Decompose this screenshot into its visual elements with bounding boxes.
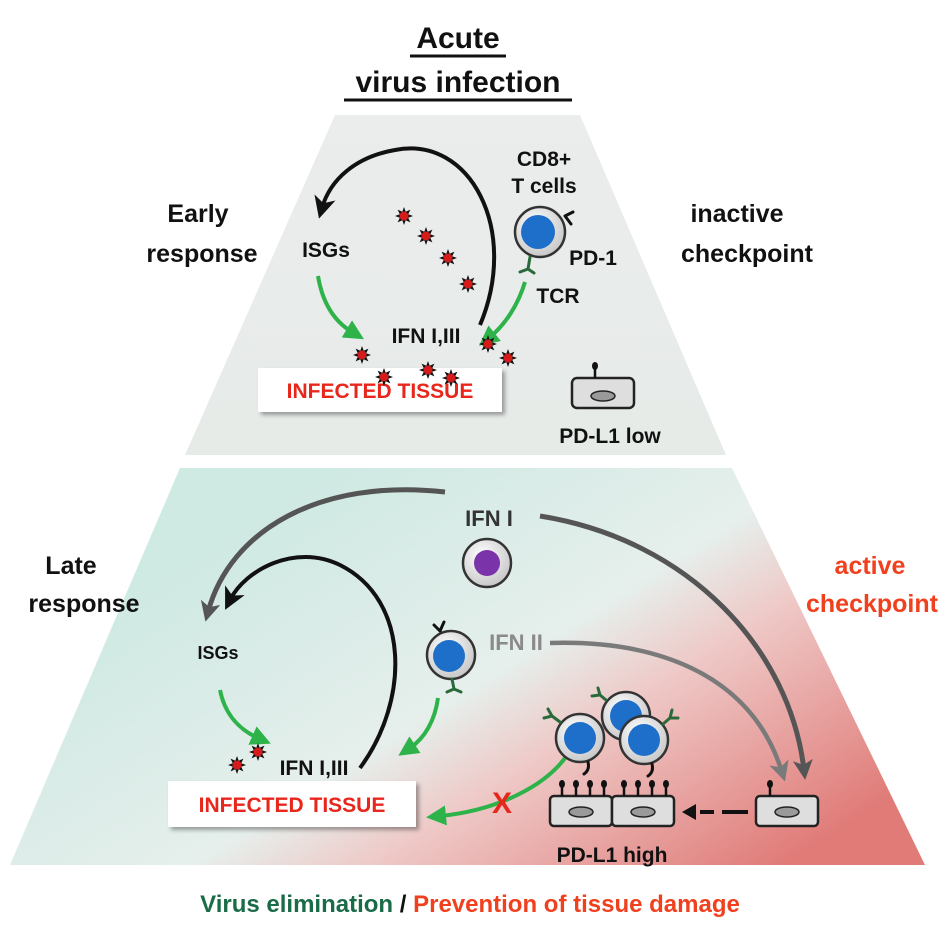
cd8-label-1: CD8+ [517,148,571,171]
top-cd8-t-cell [513,205,575,275]
exhausted-t-cell-cluster [542,686,680,778]
virus-core [446,373,456,383]
top-isgs-green-arrow [316,275,365,340]
bottom-virus-particles [228,743,267,774]
inactive-label-1: inactive [690,200,783,228]
virus-core [399,211,409,221]
virus-core [232,760,242,770]
bottom-infected-tissue-box [168,781,416,827]
bottom-pdl1-high-label: PD-L1 high [557,844,668,867]
bottom-cd8-t-cell [425,620,477,694]
ifn1-to-isgs-arrow [200,487,446,622]
bottom-ifn-label: IFN I,III [280,757,349,780]
ifn2-to-cell-arrow [549,640,789,782]
top-infected-tissue-label: INFECTED TISSUE [287,380,474,403]
cd8-label-2: T cells [511,175,576,198]
virus-core [483,339,493,349]
bottom-tcell-green-arrow [398,697,440,756]
late-label-2: response [28,590,139,618]
title-line-1: Acute [416,22,499,55]
top-ifn-label: IFN I,III [392,325,461,348]
early-label-1: Early [167,200,228,228]
footer-caption: Virus elimination / Prevention of tissue… [200,891,740,918]
virus-core [357,350,367,360]
tcr-label: TCR [536,285,579,308]
ifn1-to-cell-arrow [539,513,813,780]
bottom-isgs-green-arrow [218,689,271,745]
bottom-ifn-loop-arrow [225,554,398,770]
tissue-cell-right [754,780,820,828]
pd1-label: PD-1 [569,247,617,270]
virus-core [423,365,433,375]
footer-separator: / [393,891,413,918]
pdl1-high-cells [548,780,676,828]
active-label-2: checkpoint [806,590,939,618]
title-line-2: virus infection [355,66,560,99]
top-tcr-green-arrow [479,281,527,346]
top-pdl1-low-cell [570,362,636,410]
ifn1-label: IFN I [465,506,513,531]
ifn1-producing-cell [461,537,513,589]
footer-part-1: Virus elimination [200,891,393,918]
ifn2-label: IFN II [489,630,543,655]
virus-core [463,279,473,289]
bottom-isgs-label: ISGs [197,643,238,663]
virus-core [443,253,453,263]
blocked-green-arrow [426,756,567,826]
bottom-infected-tissue-label: INFECTED TISSUE [199,794,386,817]
virus-core [379,372,389,382]
block-x-mark: X [492,787,512,820]
active-label-1: active [835,552,906,580]
late-label-1: Late [45,552,97,580]
virus-core [253,747,263,757]
inactive-label-2: checkpoint [681,240,814,268]
virus-core [503,353,513,363]
pdl1-upregulation-dashed-arrow [682,804,748,820]
top-pdl1-low-label: PD-L1 low [559,425,661,448]
virus-core [421,231,431,241]
early-label-2: response [146,240,257,268]
top-ifn-loop-arrow [314,146,497,326]
footer-part-2: Prevention of tissue damage [413,891,740,918]
top-isgs-label: ISGs [302,239,350,262]
top-virus-particles [353,207,517,387]
